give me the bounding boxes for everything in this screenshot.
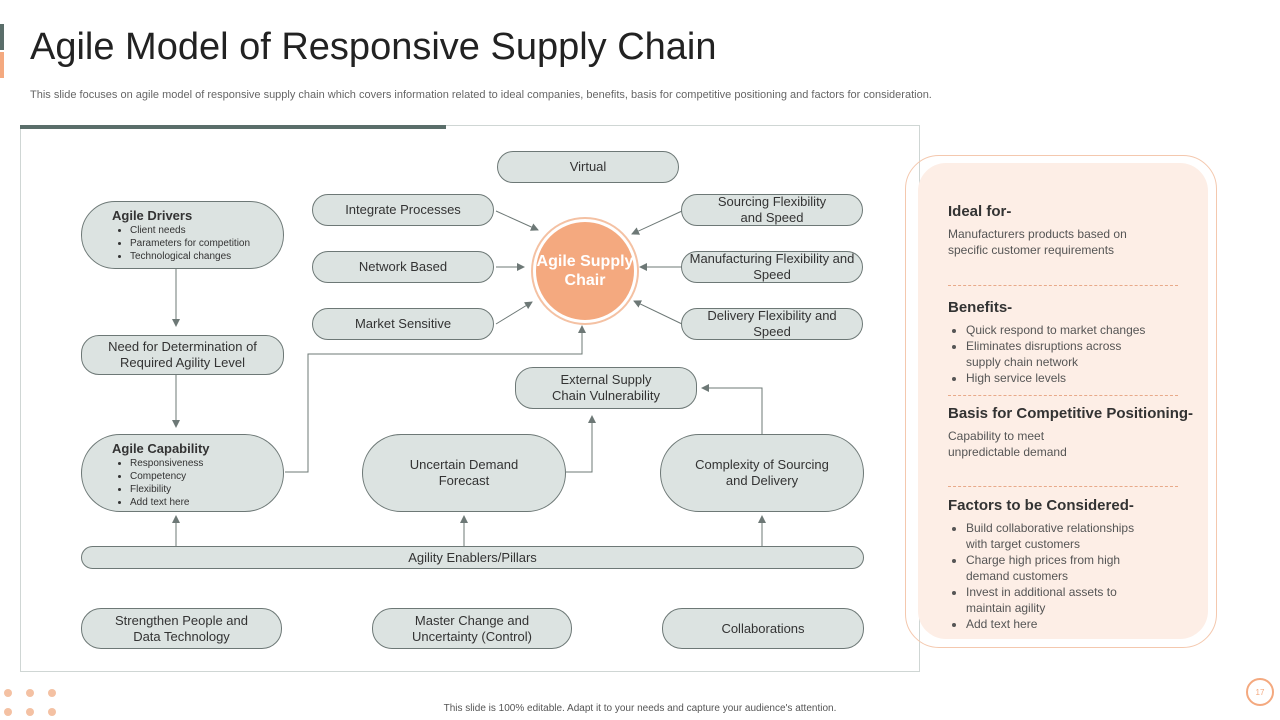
list-item: Eliminates disruptions across supply cha…	[966, 338, 1141, 370]
list-item: Add text here	[966, 616, 1188, 632]
list-item: Add text here	[130, 496, 283, 509]
node-agile-drivers: Agile Drivers Client needs Parameters fo…	[81, 201, 284, 269]
list-item: High service levels	[966, 370, 1188, 386]
agile-capability-list: Responsiveness Competency Flexibility Ad…	[112, 457, 283, 509]
node-master-change: Master Change and Uncertainty (Control)	[372, 608, 572, 649]
decor-dot	[4, 708, 12, 716]
decor-dot	[26, 689, 34, 697]
list-item: Invest in additional assets to maintain …	[966, 584, 1131, 616]
decor-dot	[26, 708, 34, 716]
hub-agile-supply-chain: Agile Supply Chair	[533, 219, 637, 323]
panel-top-line	[20, 125, 446, 129]
agile-capability-heading: Agile Capability	[112, 441, 210, 456]
node-need-determination: Need for Determination of Required Agili…	[81, 335, 284, 375]
page-title: Agile Model of Responsive Supply Chain	[30, 26, 717, 68]
node-delivery-flexibility: Delivery Flexibility and Speed	[681, 308, 863, 340]
agile-drivers-list: Client needs Parameters for competition …	[112, 224, 283, 263]
node-external-vulnerability: External Supply Chain Vulnerability	[515, 367, 697, 409]
section-ideal: Ideal for- Manufacturers products based …	[948, 203, 1188, 258]
list-item: Parameters for competition	[130, 237, 283, 250]
footer-text: This slide is 100% editable. Adapt it to…	[443, 703, 837, 714]
divider	[948, 486, 1178, 487]
section-basis: Basis for Competitive Positioning- Capab…	[948, 405, 1194, 460]
decor-dot	[48, 689, 56, 697]
page-subtitle: This slide focuses on agile model of res…	[30, 89, 932, 101]
right-panel-border	[905, 155, 1217, 648]
section-factors: Factors to be Considered- Build collabor…	[948, 497, 1188, 632]
list-item: Competency	[130, 470, 283, 483]
divider	[948, 285, 1178, 286]
node-strengthen-people: Strengthen People and Data Technology	[81, 608, 282, 649]
node-agility-enablers: Agility Enablers/Pillars	[81, 546, 864, 569]
list-item: Build collaborative relationships with t…	[966, 520, 1156, 552]
list-item: Charge high prices from high demand cust…	[966, 552, 1146, 584]
basis-heading: Basis for Competitive Positioning-	[948, 405, 1194, 422]
benefits-heading: Benefits-	[948, 299, 1013, 316]
node-uncertain-forecast: Uncertain Demand Forecast	[362, 434, 566, 512]
factors-heading: Factors to be Considered-	[948, 497, 1134, 514]
node-sourcing-flexibility: Sourcing Flexibility and Speed	[681, 194, 863, 226]
section-benefits: Benefits- Quick respond to market change…	[948, 299, 1188, 386]
accent-bar-dark	[0, 24, 4, 50]
node-collaborations: Collaborations	[662, 608, 864, 649]
accent-bar-orange	[0, 52, 4, 78]
node-market-sensitive: Market Sensitive	[312, 308, 494, 340]
benefits-list: Quick respond to market changes Eliminat…	[948, 322, 1188, 386]
basis-text: Capability to meet unpredictable demand	[948, 429, 1067, 459]
list-item: Flexibility	[130, 483, 283, 496]
page-number-badge: 17	[1246, 678, 1274, 706]
decor-dot	[48, 708, 56, 716]
decor-dot	[4, 689, 12, 697]
node-agile-capability: Agile Capability Responsiveness Competen…	[81, 434, 284, 512]
node-integrate-processes: Integrate Processes	[312, 194, 494, 226]
agile-drivers-heading: Agile Drivers	[112, 208, 193, 223]
ideal-heading: Ideal for-	[948, 203, 1012, 220]
node-network-based: Network Based	[312, 251, 494, 283]
list-item: Quick respond to market changes	[966, 322, 1188, 338]
list-item: Client needs	[130, 224, 283, 237]
node-virtual: Virtual	[497, 151, 679, 183]
node-manufacturing-flexibility: Manufacturing Flexibility and Speed	[681, 251, 863, 283]
divider	[948, 395, 1178, 396]
list-item: Responsiveness	[130, 457, 283, 470]
ideal-text: Manufacturers products based on specific…	[948, 227, 1127, 257]
right-panel	[918, 163, 1208, 639]
node-complexity: Complexity of Sourcing and Delivery	[660, 434, 864, 512]
factors-list: Build collaborative relationships with t…	[948, 520, 1188, 632]
list-item: Technological changes	[130, 250, 283, 263]
